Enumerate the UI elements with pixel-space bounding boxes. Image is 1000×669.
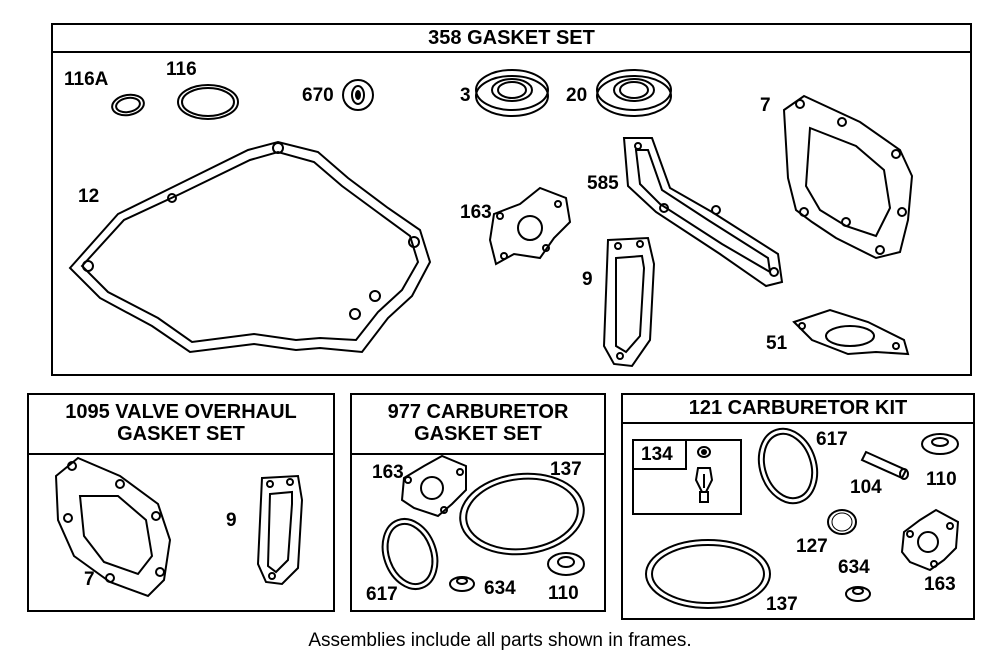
carb-gasket-163-icon-977 xyxy=(400,454,467,518)
head-gasket-7-icon xyxy=(782,94,914,260)
carb-gasket-163-icon xyxy=(488,186,572,266)
label-110-121: 110 xyxy=(926,469,957,490)
frame-title-line1: 977 CARBURETOR xyxy=(387,401,569,423)
frame-title-line2: GASKET SET xyxy=(414,423,542,445)
frame-1095-valve-overhaul: 1095 VALVE OVERHAUL GASKET SET xyxy=(27,393,335,612)
frame-358-gasket-set: 358 GASKET SET xyxy=(51,23,972,376)
oring-116a-icon-inner xyxy=(115,96,141,114)
oring-116a-icon xyxy=(111,93,145,117)
frame-title-line1: 1095 VALVE OVERHAUL xyxy=(65,401,297,423)
label-104: 104 xyxy=(850,477,882,498)
label-20: 20 xyxy=(566,85,588,106)
plug-127-icon xyxy=(827,509,857,535)
label-163: 163 xyxy=(460,202,492,223)
carb-gasket-163-icon-121 xyxy=(900,508,960,572)
label-51: 51 xyxy=(766,333,788,354)
label-7: 7 xyxy=(760,95,771,116)
crankcase-gasket-12-icon xyxy=(68,140,432,354)
washer-110-icon-977 xyxy=(547,552,585,576)
label-116: 116 xyxy=(166,59,197,80)
gasket-585-icon xyxy=(622,137,784,288)
label-9: 9 xyxy=(582,269,593,290)
frame-title: 358 GASKET SET xyxy=(53,25,970,53)
label-9-1095: 9 xyxy=(226,510,237,531)
label-137-977: 137 xyxy=(550,459,582,480)
oring-137-icon-977 xyxy=(459,472,585,556)
oring-116-icon xyxy=(177,84,239,120)
oring-617-icon-977 xyxy=(381,518,439,590)
seal-3-icon xyxy=(475,69,549,117)
frame-title-line2: GASKET SET xyxy=(117,423,245,445)
needle-valve-134-icon xyxy=(694,446,714,503)
label-137-121: 137 xyxy=(766,594,798,615)
label-670: 670 xyxy=(302,85,334,106)
oring-617-icon-121 xyxy=(757,427,819,505)
label-12: 12 xyxy=(78,186,100,207)
oring-137-icon-121 xyxy=(645,539,771,609)
label-634-977: 634 xyxy=(484,578,516,599)
frame-title: 121 CARBURETOR KIT xyxy=(623,395,973,424)
label-116a: 116A xyxy=(64,69,109,90)
head-gasket-7-icon-1095 xyxy=(54,456,172,598)
frame-977-carburetor-gasket: 977 CARBURETOR GASKET SET xyxy=(350,393,606,612)
label-3: 3 xyxy=(460,85,471,106)
exhaust-gasket-51-icon xyxy=(792,308,910,356)
label-163-121: 163 xyxy=(924,574,956,595)
label-163-977: 163 xyxy=(372,462,404,483)
valve-gasket-9-icon-1095 xyxy=(256,474,304,586)
label-585: 585 xyxy=(587,173,619,194)
sub-frame-134 xyxy=(632,439,742,515)
pin-104-icon xyxy=(860,450,909,480)
oring-116-icon-inner xyxy=(181,87,235,117)
washer-110-icon-121 xyxy=(921,433,959,455)
seal-20-icon xyxy=(596,69,672,117)
label-7-1095: 7 xyxy=(84,569,95,590)
sub-frame-134-label-box xyxy=(632,439,687,470)
caption: Assemblies include all parts shown in fr… xyxy=(308,630,692,651)
valve-gasket-9-icon xyxy=(602,236,656,368)
frame-121-carburetor-kit: 121 CARBURETOR KIT xyxy=(621,393,975,620)
label-617-121: 617 xyxy=(816,429,848,450)
washer-670-icon xyxy=(342,79,374,111)
frame-title: 1095 VALVE OVERHAUL GASKET SET xyxy=(29,395,333,455)
label-617-977: 617 xyxy=(366,584,398,605)
label-634-121: 634 xyxy=(838,557,870,578)
label-127: 127 xyxy=(796,536,828,557)
label-110-977: 110 xyxy=(548,583,579,604)
frame-title: 977 CARBURETOR GASKET SET xyxy=(352,395,604,455)
label-134: 134 xyxy=(641,444,673,465)
